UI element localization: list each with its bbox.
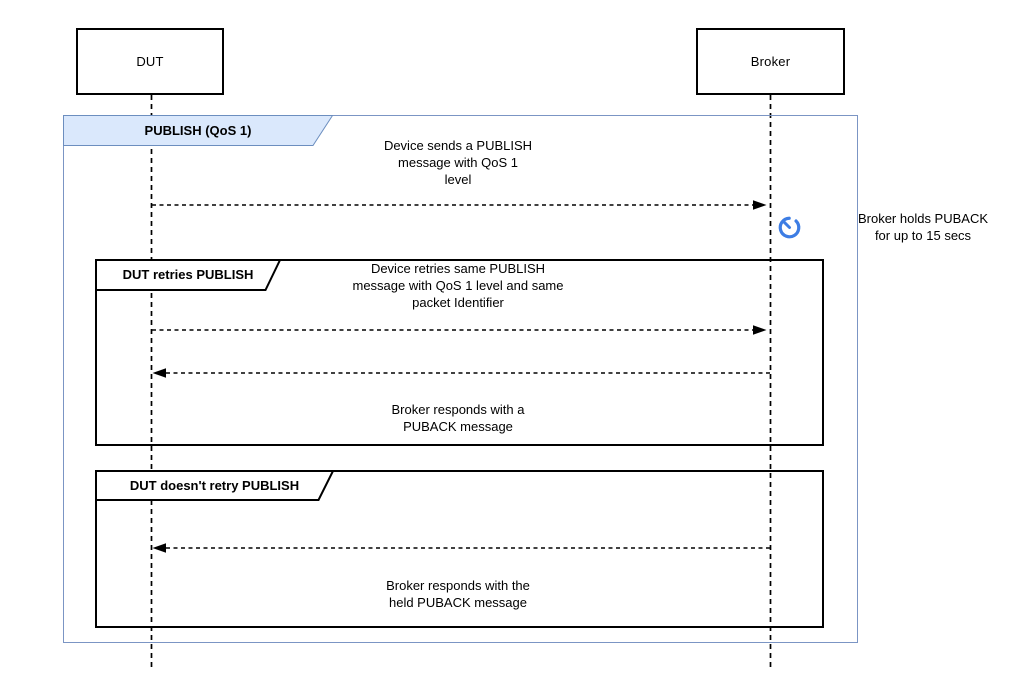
actor-dut-box: DUT: [76, 28, 224, 95]
timer-icon: [778, 216, 801, 239]
message-device-sends-publish: Device sends a PUBLISH message with QoS …: [383, 138, 533, 187]
note-broker-holds-puback: Broker holds PUBACK for up to 15 secs: [857, 211, 989, 243]
frame-label-dut-doesnt-retry: DUT doesn't retry PUBLISH: [95, 470, 334, 501]
frame-label-shape: [63, 115, 333, 146]
message-broker-responds-puback: Broker responds with a PUBACK message: [391, 402, 525, 434]
message-device-retries-publish: Device retries same PUBLISH message with…: [352, 261, 564, 310]
frame-dut-doesnt-retry-publish: [95, 470, 824, 628]
frame-label-publish-qos1-text: PUBLISH (QoS 1): [144, 122, 252, 138]
actor-broker-label: Broker: [750, 54, 791, 69]
actor-dut-label: DUT: [136, 54, 164, 69]
frame-publish-qos1: [63, 115, 858, 643]
frame-label-shape: [95, 259, 281, 291]
frame-dut-retries-publish: [95, 259, 824, 446]
message-broker-responds-held-puback: Broker responds with the held PUBACK mes…: [386, 578, 530, 610]
frame-label-dut-retries-text: DUT retries PUBLISH: [122, 267, 254, 282]
actor-broker-box: Broker: [696, 28, 845, 95]
frame-label-publish-qos1: PUBLISH (QoS 1): [63, 115, 333, 146]
frame-label-dut-retries-publish: DUT retries PUBLISH: [95, 259, 281, 291]
frame-label-shape: [95, 470, 334, 501]
frame-label-dut-doesnt-retry-text: DUT doesn't retry PUBLISH: [129, 477, 300, 493]
